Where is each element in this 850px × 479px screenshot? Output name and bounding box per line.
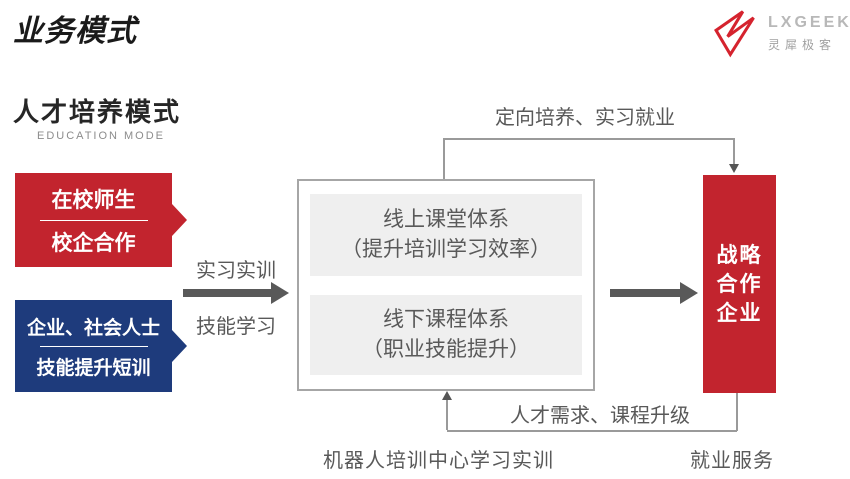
source-box-enterprise: 企业、社会人士 技能提升短训 xyxy=(15,300,187,392)
source-box-school: 在校师生 校企合作 xyxy=(15,173,187,267)
target-box-line3: 企业 xyxy=(716,301,763,325)
center-item-online-title: 线上课堂体系 xyxy=(383,208,509,231)
top-loop-line-horizontal xyxy=(443,138,734,140)
source-box-enterprise-line2: 技能提升短训 xyxy=(36,357,151,379)
source-box-enterprise-line1: 企业、社会人士 xyxy=(26,317,160,339)
lxgeek-logo-icon xyxy=(714,10,755,58)
center-item-online-subtitle: （提升培训学习效率） xyxy=(341,238,551,261)
bottom-loop-line-left xyxy=(446,399,448,430)
logo-brand: LXGEEK xyxy=(768,13,850,31)
section-subheading: EDUCATION MODE xyxy=(37,130,166,142)
source-box-school-line2: 校企合作 xyxy=(51,231,136,255)
caption-training-center: 机器人培训中心学习实训 xyxy=(323,450,554,472)
bottom-loop-arrowhead-icon xyxy=(442,391,452,400)
center-to-target-arrow-shaft xyxy=(610,289,680,297)
top-loop-line-left xyxy=(443,138,445,179)
target-box-line1: 战略 xyxy=(716,243,763,267)
top-loop-label: 定向培养、实习就业 xyxy=(495,107,675,129)
flow-arrow-shaft xyxy=(183,289,271,297)
source-box-school-line1: 在校师生 xyxy=(51,188,136,212)
flow-label-bottom: 技能学习 xyxy=(196,316,276,338)
section-heading: 人才培养模式 xyxy=(13,97,182,127)
top-loop-arrowhead-icon xyxy=(729,164,739,173)
top-loop-line-right xyxy=(733,138,735,165)
arrow-point-icon xyxy=(172,204,187,236)
bottom-loop-label: 人才需求、课程升级 xyxy=(510,405,690,427)
target-box-line2: 合作 xyxy=(716,272,763,296)
target-box-strategic-partners: 战略 合作 企业 xyxy=(703,175,776,393)
logo-text: LXGEEK 灵犀极客 xyxy=(768,14,850,53)
center-item-offline: 线下课程体系 （职业技能提升） xyxy=(310,295,582,375)
page-title: 业务模式 xyxy=(13,15,137,48)
logo: LXGEEK 灵犀极客 xyxy=(706,8,850,58)
divider-line xyxy=(39,345,148,347)
bottom-loop-line-right xyxy=(736,393,738,431)
center-item-online: 线上课堂体系 （提升培训学习效率） xyxy=(310,194,582,276)
center-box: 线上课堂体系 （提升培训学习效率） 线下课程体系 （职业技能提升） xyxy=(297,179,595,391)
logo-brand-cn: 灵犀极客 xyxy=(768,37,837,52)
arrow-point-icon xyxy=(172,330,187,362)
bottom-loop-line-horizontal xyxy=(447,430,737,432)
flow-label-top: 实习实训 xyxy=(196,260,276,282)
caption-employment-service: 就业服务 xyxy=(690,450,774,472)
flow-arrow-head-icon xyxy=(271,282,289,304)
divider-line xyxy=(39,219,148,221)
center-item-offline-subtitle: （职业技能提升） xyxy=(362,338,530,361)
center-item-offline-title: 线下课程体系 xyxy=(383,308,509,331)
center-to-target-arrow-head-icon xyxy=(680,282,698,304)
